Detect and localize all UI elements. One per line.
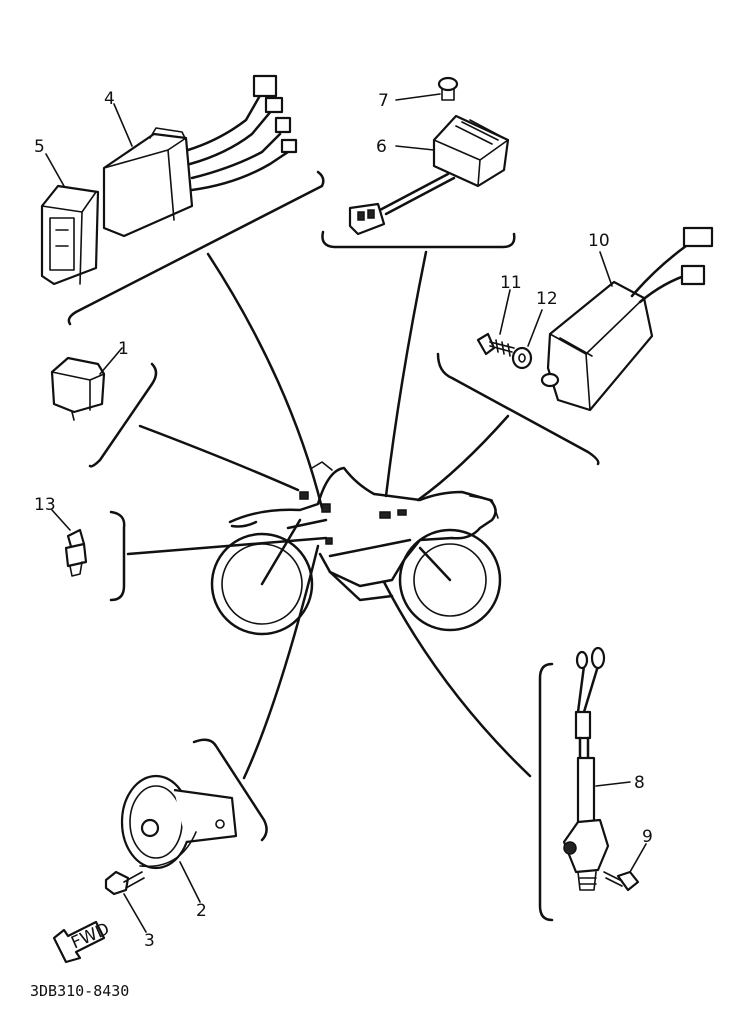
part-number-4: 4: [104, 89, 115, 109]
part-13-drawing: [64, 528, 88, 577]
part-number-12: 12: [536, 289, 558, 309]
leader-group-6-7: [384, 250, 428, 498]
leader-part-1: [99, 347, 123, 375]
part-11-drawing: [476, 332, 515, 357]
part-10-drawing: [540, 226, 714, 412]
leader-part-8: [595, 781, 631, 787]
part-7-drawing: [437, 76, 459, 101]
bracket-group-6-7: [321, 230, 516, 249]
part-number-1: 1: [118, 339, 129, 359]
leader-group-1: [138, 424, 300, 492]
fwd-arrow-icon: FWD: [52, 919, 113, 964]
part-number-3: 3: [144, 931, 155, 951]
leader-part-2: [179, 861, 201, 903]
part-2-drawing: [120, 774, 238, 870]
part-number-13: 13: [34, 495, 56, 515]
part-5-drawing: [40, 184, 100, 286]
part-4-drawing: [102, 74, 298, 238]
leader-part-5: [45, 153, 65, 187]
part-number-11: 11: [500, 273, 522, 293]
leader-part-9: [629, 843, 647, 873]
part-number-5: 5: [34, 137, 45, 157]
part-number-8: 8: [634, 773, 645, 793]
bracket-group-13: [109, 510, 126, 602]
part-6-drawing: [348, 114, 510, 236]
leader-part-13: [51, 509, 71, 531]
part-number-6: 6: [376, 137, 387, 157]
part-number-2: 2: [196, 901, 207, 921]
part-number-7: 7: [378, 91, 389, 111]
leader-group-8-9: [382, 580, 532, 778]
leader-part-10: [599, 251, 613, 287]
leader-part-3: [123, 893, 147, 933]
leader-part-4: [113, 103, 133, 147]
leader-group-2-3: [242, 544, 320, 780]
leader-part-12: [527, 309, 543, 347]
bracket-group-10-12: [436, 352, 600, 466]
leader-group-4-5: [206, 252, 324, 510]
bracket-group-4-5: [67, 170, 325, 326]
leader-group-10-12: [416, 414, 510, 502]
leader-group-13: [126, 536, 328, 556]
motorcycle-silhouette: [210, 461, 502, 636]
part-8-drawing: [562, 646, 610, 891]
part-9-drawing: [603, 870, 640, 892]
part-number-9: 9: [642, 827, 653, 847]
part-1-drawing: [50, 356, 106, 421]
leader-part-6: [395, 145, 435, 151]
drawing-code: 3DB310-8430: [30, 982, 129, 1000]
bracket-group-1: [88, 362, 158, 468]
leader-part-7: [395, 93, 441, 101]
part-12-drawing: [511, 346, 533, 370]
bracket-group-2-3: [192, 738, 268, 842]
part-number-10: 10: [588, 231, 610, 251]
part-3-drawing: [104, 870, 145, 896]
bracket-group-8-9: [538, 662, 554, 922]
leader-part-11: [499, 289, 511, 335]
